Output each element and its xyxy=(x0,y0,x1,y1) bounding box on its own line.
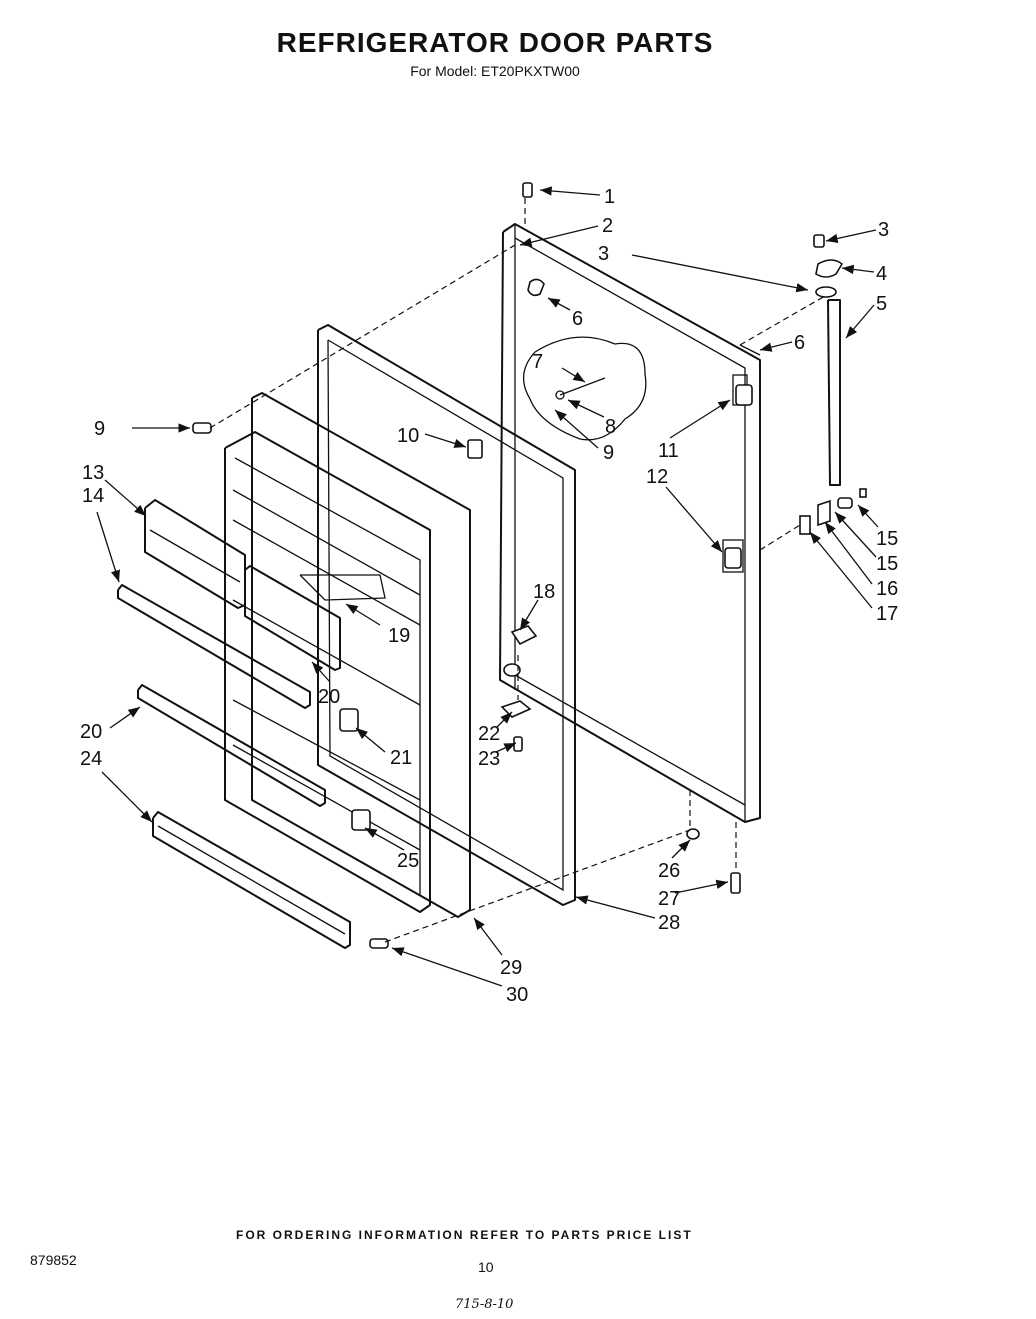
callout-26: 8 xyxy=(605,416,616,438)
callout-2: 26 xyxy=(658,860,680,882)
callout-9-left: 9 xyxy=(94,418,105,440)
callout-17: 15 xyxy=(876,553,898,575)
callout-10: 4 xyxy=(876,263,887,285)
hardware-parts xyxy=(192,182,867,949)
callout-29: 25 xyxy=(397,850,419,872)
callout-25: 7 xyxy=(532,351,543,373)
callout-7: 6 xyxy=(794,332,805,354)
inner-door-liner xyxy=(224,392,471,918)
callout-20-top: 14 xyxy=(82,485,104,507)
callout-1: 2 xyxy=(602,215,613,237)
callout-28: 6 xyxy=(572,308,583,330)
page-title: REFRIGERATOR DOOR PARTS xyxy=(276,27,714,58)
callout-13: 17 xyxy=(876,603,898,625)
callout-22: 13 xyxy=(82,462,104,484)
shelf-bars xyxy=(117,499,351,949)
callout-14: 3 xyxy=(598,243,609,265)
callouts: 1 2 3 3 4 5 6 6 7 8 9 9 10 xyxy=(80,186,898,1006)
callout-5: 23 xyxy=(478,748,500,770)
handwritten-note: 715-8-10 xyxy=(455,1297,514,1312)
insulation-detail xyxy=(523,336,647,441)
callout-19: 29 xyxy=(500,957,522,979)
alignment-lines xyxy=(209,198,826,943)
callout-4: 22 xyxy=(478,723,500,745)
door-gasket xyxy=(317,324,576,906)
callout-6-top: 1 xyxy=(604,186,615,208)
callout-16: 3 xyxy=(878,219,889,241)
callout-15-right: 12 xyxy=(646,466,668,488)
callout-15-left: 10 xyxy=(397,425,419,447)
callout-23: 20 xyxy=(318,686,340,708)
callout-3-lower: 18 xyxy=(533,581,555,603)
model-subtitle: For Model: ET20PKXTW00 xyxy=(410,63,580,79)
callout-6-bottom: 27 xyxy=(658,888,680,910)
callout-20-bottom: 20 xyxy=(80,721,102,743)
callout-18: 15 xyxy=(876,528,898,550)
ordering-note: FOR ORDERING INFORMATION REFER TO PARTS … xyxy=(236,1228,693,1242)
callout-30: 21 xyxy=(390,747,412,769)
page-number: 10 xyxy=(478,1259,494,1275)
callout-21: 24 xyxy=(80,748,102,770)
callout-3-right: 11 xyxy=(658,440,679,462)
callout-11: 16 xyxy=(876,578,898,600)
document-number: 879852 xyxy=(30,1252,77,1268)
callout-9-bottom: 30 xyxy=(506,984,528,1006)
callout-24: 9 xyxy=(603,442,614,464)
callout-27: 19 xyxy=(388,625,410,647)
callout-12: 5 xyxy=(876,293,887,315)
door-frame xyxy=(499,223,761,823)
callout-8: 28 xyxy=(658,912,680,934)
